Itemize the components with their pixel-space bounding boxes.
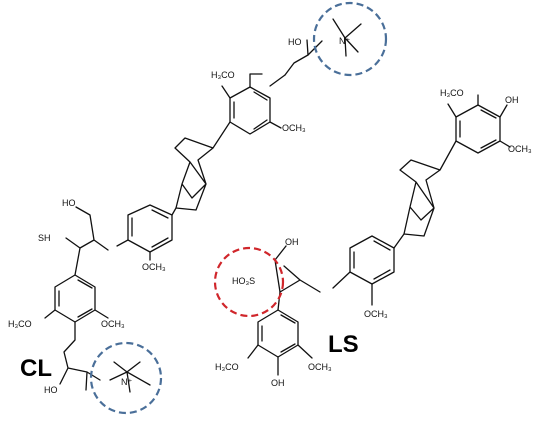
ls-furofuran <box>399 140 457 237</box>
ls-molecule-name: LS <box>328 331 359 358</box>
cl-middle-ring <box>127 204 173 253</box>
ls-sulfonate-label: HO₃S <box>232 276 255 286</box>
cl-molecule-name: CL <box>20 355 52 382</box>
cl-top-furofuran <box>174 121 231 211</box>
ls-oh-label: OH <box>285 237 299 247</box>
ls-top-ome-right-label: OCH₃ <box>508 144 532 154</box>
cl-top-ring <box>229 86 271 135</box>
cl-top-ome-left-label: H₃CO <box>211 70 235 80</box>
cl-bottom-ome-left-label: H₃CO <box>8 319 32 329</box>
ls-bottom-ring <box>257 309 299 358</box>
ls-mid-ome-label: OCH₃ <box>364 309 388 319</box>
cl-bottom-cationic-highlight <box>89 341 163 415</box>
cl-bottom-ring <box>54 274 96 323</box>
ls-top-ome-left-label: H₃CO <box>440 88 464 98</box>
cl-left-ome-label: OCH₃ <box>142 262 166 272</box>
ls-middle-ring <box>349 235 395 285</box>
ls-top-ring <box>455 104 501 154</box>
cl-bottom-ammonium-group <box>109 361 151 393</box>
cl-left-oh-label: HO <box>62 198 76 208</box>
cl-top-ammonium-label: N⁺ <box>339 36 350 46</box>
ls-sulfonate-highlight <box>213 246 285 318</box>
ls-molecule <box>247 94 511 376</box>
cl-bottom-oh-label: HO <box>44 385 58 395</box>
cl-molecule <box>44 18 362 393</box>
ls-bottom-ome-left-label: H₃CO <box>215 362 239 372</box>
cl-top-ome-right-label: OCH₃ <box>282 123 306 133</box>
cl-top-cationic-highlight <box>312 1 388 77</box>
ls-bottom-ome-right-label: OCH₃ <box>308 362 332 372</box>
cl-bottom-ammonium-label: N⁺ <box>121 377 132 387</box>
cl-top-oh-label: HO <box>288 37 302 47</box>
cl-left-sh-label: SH <box>38 233 51 243</box>
cl-bottom-ome-right-label: OCH₃ <box>101 319 125 329</box>
ls-top-oh-label: OH <box>505 95 519 105</box>
ls-bottom-oh-label: OH <box>271 378 285 388</box>
